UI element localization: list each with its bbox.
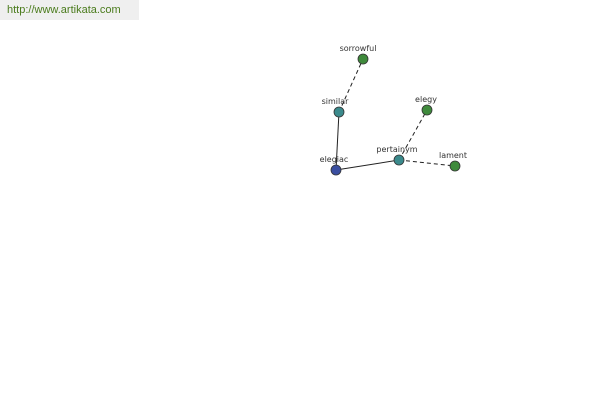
node-elegy[interactable] — [421, 104, 433, 116]
node-sorrowful[interactable] — [357, 53, 369, 65]
node-pertainym[interactable] — [393, 154, 405, 166]
node-label-elegy: elegy — [415, 95, 437, 104]
node-label-lament: lament — [439, 151, 467, 160]
edge-elegiac-pertainym — [335, 159, 400, 171]
edge-pertainym-elegy — [398, 109, 428, 161]
edge-pertainym-lament — [398, 159, 456, 167]
edge-similar-sorrowful — [338, 58, 364, 113]
nodes-layer — [330, 53, 461, 176]
edge-elegiac-similar — [335, 111, 340, 171]
node-label-similar: similar — [322, 97, 350, 106]
node-label-sorrowful: sorrowful — [340, 44, 377, 53]
node-lament[interactable] — [449, 160, 461, 172]
site-url-link[interactable]: http://www.artikata.com — [0, 0, 139, 20]
edges-layer — [335, 58, 456, 171]
node-label-pertainym: pertainym — [376, 145, 417, 154]
node-label-elegiac: elegiac — [320, 155, 349, 164]
node-similar[interactable] — [333, 106, 345, 118]
node-elegiac[interactable] — [330, 164, 342, 176]
labels-layer: elegiac similar pertainym sorrowful elegy lam… — [320, 44, 467, 164]
